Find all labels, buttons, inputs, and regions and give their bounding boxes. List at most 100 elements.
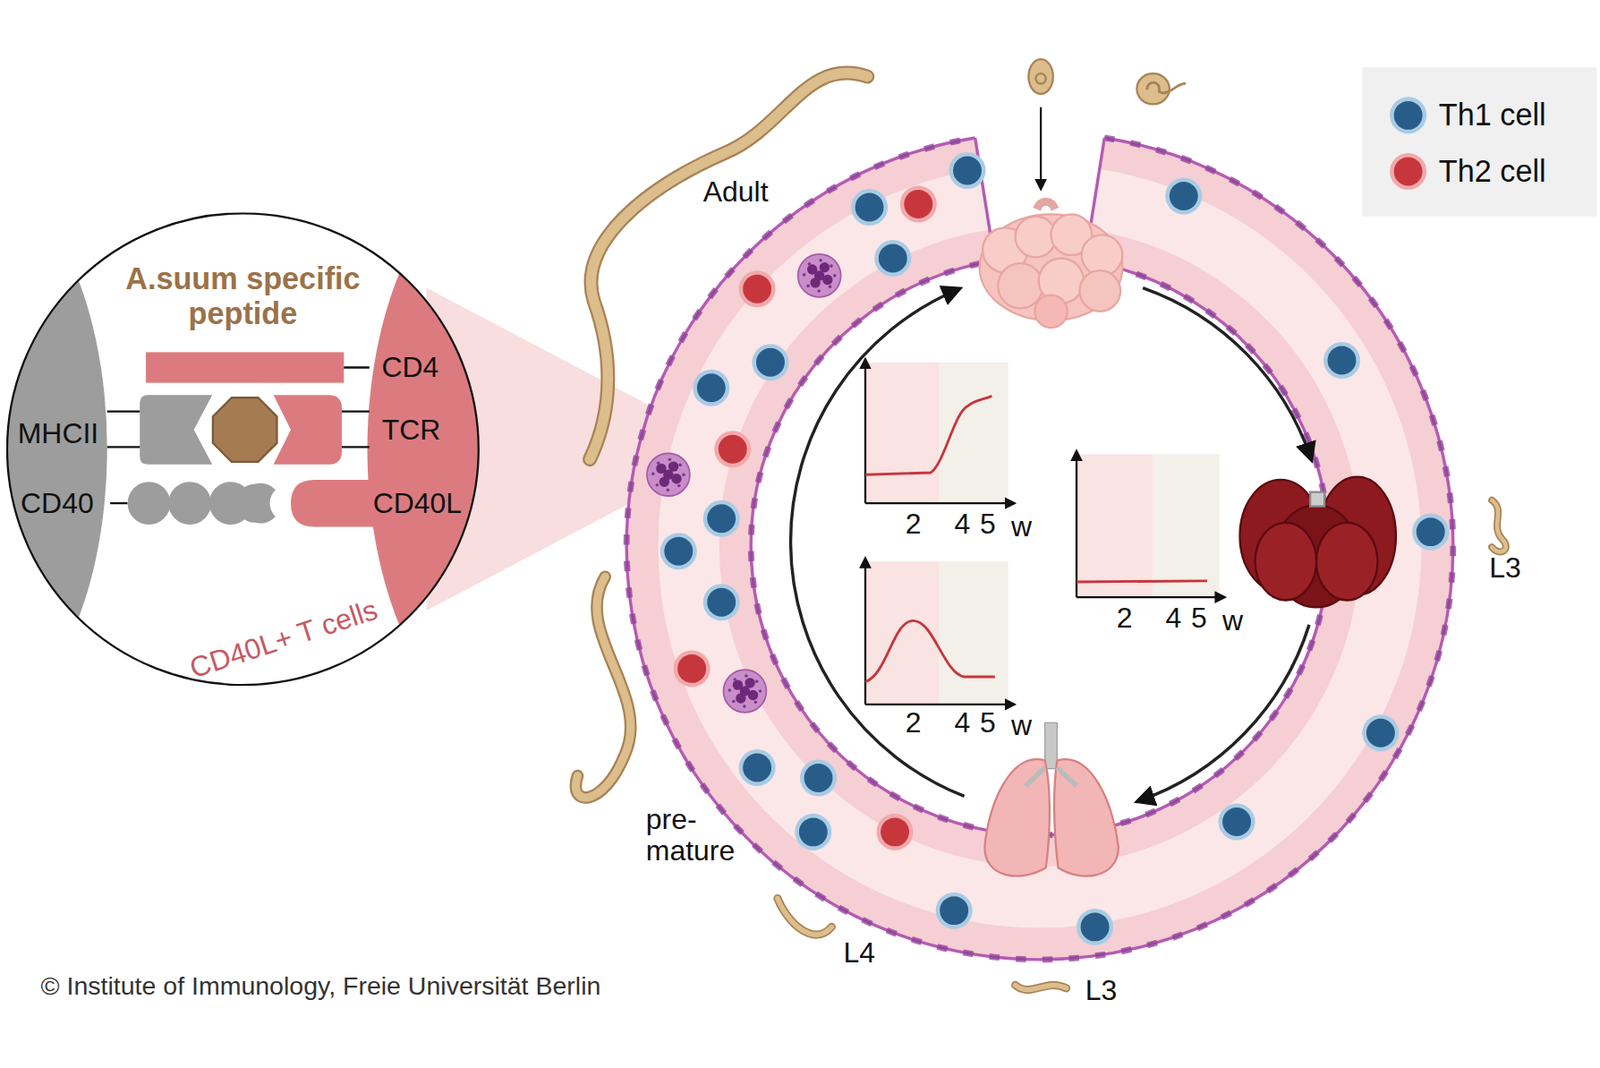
cycle-arrow xyxy=(1137,624,1310,801)
art-path xyxy=(865,620,996,681)
axis-tick: 5 xyxy=(979,507,996,540)
granule xyxy=(677,484,681,488)
liver-icon xyxy=(1239,476,1396,608)
th2-cell xyxy=(900,186,937,223)
neutrophil-lobe xyxy=(814,270,825,281)
axis-tick: w xyxy=(1222,604,1243,637)
granule xyxy=(754,699,758,704)
art-path xyxy=(1037,201,1056,210)
th2-cell xyxy=(714,430,751,468)
th2-cell-core xyxy=(742,274,772,304)
th1-cell-core xyxy=(1366,718,1396,748)
graph-liver xyxy=(865,358,1014,503)
hatching-larva xyxy=(1147,82,1186,94)
th1-cell xyxy=(703,583,741,621)
ring-band-light xyxy=(689,199,1392,898)
granule xyxy=(668,457,673,461)
egg xyxy=(1136,73,1169,104)
neutrophil-lobe xyxy=(663,469,673,480)
leader xyxy=(107,445,140,448)
intestine-icon xyxy=(979,201,1124,328)
th1-cell xyxy=(800,758,837,796)
th2-cell xyxy=(876,813,914,851)
th1-cell xyxy=(936,892,973,929)
art-path xyxy=(575,576,630,798)
egg-larva xyxy=(1035,73,1046,84)
art-circle xyxy=(1079,270,1121,312)
th1-cell xyxy=(851,188,888,226)
art-path xyxy=(1491,500,1507,553)
art-line xyxy=(1076,580,1208,582)
art-path xyxy=(575,576,630,798)
apc-cell xyxy=(6,212,108,686)
th2-cell-core xyxy=(903,189,933,219)
th1-cell-core xyxy=(1327,346,1357,375)
th1-cell-core xyxy=(706,503,736,533)
granule xyxy=(681,472,686,477)
magnifier-content xyxy=(6,212,480,686)
th1-cell-core xyxy=(1416,517,1446,546)
legend-swatch xyxy=(1389,96,1427,134)
art-path xyxy=(589,72,868,460)
magnifier-outline xyxy=(7,212,479,685)
art-path xyxy=(984,758,1050,876)
granule xyxy=(818,258,823,263)
art-line xyxy=(865,502,1014,504)
ring-band xyxy=(689,199,1392,898)
ring-inner-cells xyxy=(750,260,1328,835)
molecule-label: MHCII xyxy=(17,417,99,451)
granule xyxy=(732,677,737,681)
th2-cell-core xyxy=(677,654,707,683)
lung-icon xyxy=(984,722,1118,876)
th1-cell-core xyxy=(855,193,885,222)
th1-cell xyxy=(660,532,698,570)
granule xyxy=(755,679,759,683)
art-path xyxy=(777,897,832,935)
ingestion-arrow xyxy=(1039,107,1042,189)
th1-cell-core xyxy=(804,763,834,792)
leader xyxy=(343,365,370,368)
art-rect xyxy=(1076,453,1154,597)
art-path xyxy=(589,72,868,460)
art-circle xyxy=(1081,234,1124,276)
cd40l xyxy=(290,479,480,527)
cycle-arrow xyxy=(791,289,965,797)
molecule-label: TCR xyxy=(382,413,442,446)
cd40-domain xyxy=(127,481,171,525)
cd40-domain xyxy=(168,481,212,525)
ring-outer-cells xyxy=(626,137,1454,960)
th1-cell-core xyxy=(799,817,828,846)
granule xyxy=(655,483,659,487)
th1-cell xyxy=(692,369,730,407)
granule xyxy=(758,689,763,693)
axis-tick: 4 xyxy=(953,507,971,540)
art-circle xyxy=(1015,216,1057,258)
granule xyxy=(817,289,821,293)
art-line xyxy=(1075,451,1078,597)
th1-cell xyxy=(1218,802,1256,840)
th1-cell xyxy=(794,813,832,851)
th1-cell xyxy=(739,748,776,786)
th1-cell xyxy=(1412,513,1449,551)
legend-panel xyxy=(1361,67,1597,216)
legend-text: Th2 cell xyxy=(1438,153,1547,188)
granule xyxy=(666,488,671,493)
art-path xyxy=(1015,984,1067,989)
th1-cell-core xyxy=(706,587,736,617)
th2-cell-core xyxy=(718,434,748,464)
th1-cell xyxy=(1076,908,1114,945)
art-path xyxy=(777,897,832,935)
art-rect xyxy=(865,362,939,503)
art-ellipse xyxy=(1255,522,1317,601)
larva-label: L3 xyxy=(1489,551,1522,584)
peptide xyxy=(212,397,278,462)
axis-tick: 4 xyxy=(1165,601,1182,634)
molecule-label: CD4 xyxy=(381,351,439,384)
mhcii xyxy=(139,394,213,465)
granule xyxy=(728,688,732,692)
cell-group xyxy=(646,152,1449,945)
th1-cell-core xyxy=(1080,911,1110,941)
ring-inner-edge xyxy=(750,260,1328,835)
granule xyxy=(744,673,749,678)
